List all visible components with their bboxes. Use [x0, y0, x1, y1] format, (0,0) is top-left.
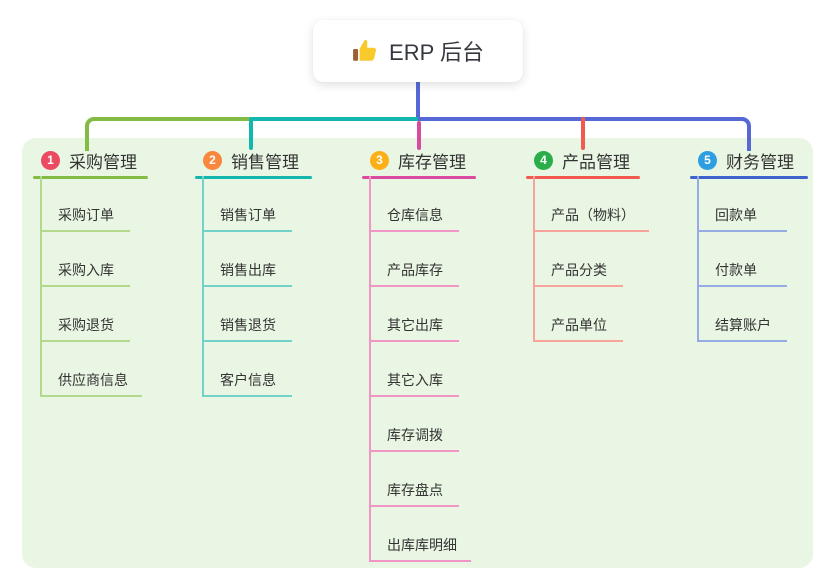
branch-sales-node[interactable]: 2 销售管理 [195, 148, 312, 172]
branch-number-badge: 4 [534, 150, 553, 170]
child-node[interactable]: 销售退货 [202, 317, 292, 342]
connector-drop-inventory [417, 121, 421, 150]
child-node[interactable]: 产品库存 [369, 262, 459, 287]
branch-sales: 2 销售管理 销售订单 销售出库 销售退货 客户信息 [195, 148, 312, 397]
branch-number-badge: 1 [41, 150, 60, 170]
children-connector-line [369, 176, 371, 562]
connector-drop-product [581, 117, 585, 150]
branch-purchase-node[interactable]: 1 采购管理 [33, 148, 148, 172]
branch-underline [526, 176, 640, 179]
child-node[interactable]: 采购订单 [40, 207, 130, 232]
child-node[interactable]: 产品单位 [533, 317, 623, 342]
connector-bus-left [85, 117, 252, 151]
branch-underline [362, 176, 476, 179]
child-node[interactable]: 采购退货 [40, 317, 130, 342]
branch-underline [195, 176, 312, 179]
branch-finance-node[interactable]: 5 财务管理 [690, 148, 808, 172]
branches-panel [22, 138, 813, 568]
children-connector-line [533, 176, 535, 342]
branch-label: 采购管理 [69, 152, 137, 172]
child-node[interactable]: 库存调拨 [369, 427, 459, 452]
root-label: ERP 后台 [389, 40, 484, 65]
branch-product-node[interactable]: 4 产品管理 [526, 148, 640, 172]
branch-number-badge: 2 [203, 150, 222, 170]
child-node[interactable]: 出库库明细 [369, 537, 471, 562]
child-node[interactable]: 客户信息 [202, 372, 292, 397]
branch-inventory-node[interactable]: 3 库存管理 [362, 148, 476, 172]
child-node[interactable]: 供应商信息 [40, 372, 142, 397]
branch-finance: 5 财务管理 回款单 付款单 结算账户 [690, 148, 808, 342]
branch-purchase: 1 采购管理 采购订单 采购入库 采购退货 供应商信息 [33, 148, 148, 397]
child-node[interactable]: 销售出库 [202, 262, 292, 287]
child-node[interactable]: 其它入库 [369, 372, 459, 397]
branch-number-badge: 3 [370, 150, 389, 170]
child-node[interactable]: 采购入库 [40, 262, 130, 287]
children-connector-line [697, 176, 699, 342]
branch-label: 产品管理 [562, 152, 630, 172]
child-node[interactable]: 销售订单 [202, 207, 292, 232]
child-node[interactable]: 库存盘点 [369, 482, 459, 507]
child-node[interactable]: 付款单 [697, 262, 787, 287]
connector-drop-sales [249, 117, 253, 150]
branch-label: 销售管理 [231, 152, 299, 172]
branch-underline [33, 176, 148, 179]
branch-underline [690, 176, 808, 179]
child-node[interactable]: 产品分类 [533, 262, 623, 287]
branch-label: 库存管理 [398, 152, 466, 172]
connector-bus-mid [252, 117, 418, 121]
child-node[interactable]: 其它出库 [369, 317, 459, 342]
child-node[interactable]: 结算账户 [697, 317, 787, 342]
branch-product: 4 产品管理 产品（物料） 产品分类 产品单位 [526, 148, 649, 342]
root-node[interactable]: ERP 后台 [313, 20, 523, 82]
child-node[interactable]: 仓库信息 [369, 207, 459, 232]
branch-inventory: 3 库存管理 仓库信息 产品库存 其它出库 其它入库 库存调拨 库存盘点 出库库… [362, 148, 476, 562]
connector-root-drop [416, 80, 420, 121]
child-node[interactable]: 回款单 [697, 207, 787, 232]
thumbs-up-icon [352, 38, 378, 64]
branch-number-badge: 5 [698, 150, 717, 170]
child-node[interactable]: 产品（物料） [533, 207, 649, 232]
branch-label: 财务管理 [726, 152, 794, 172]
